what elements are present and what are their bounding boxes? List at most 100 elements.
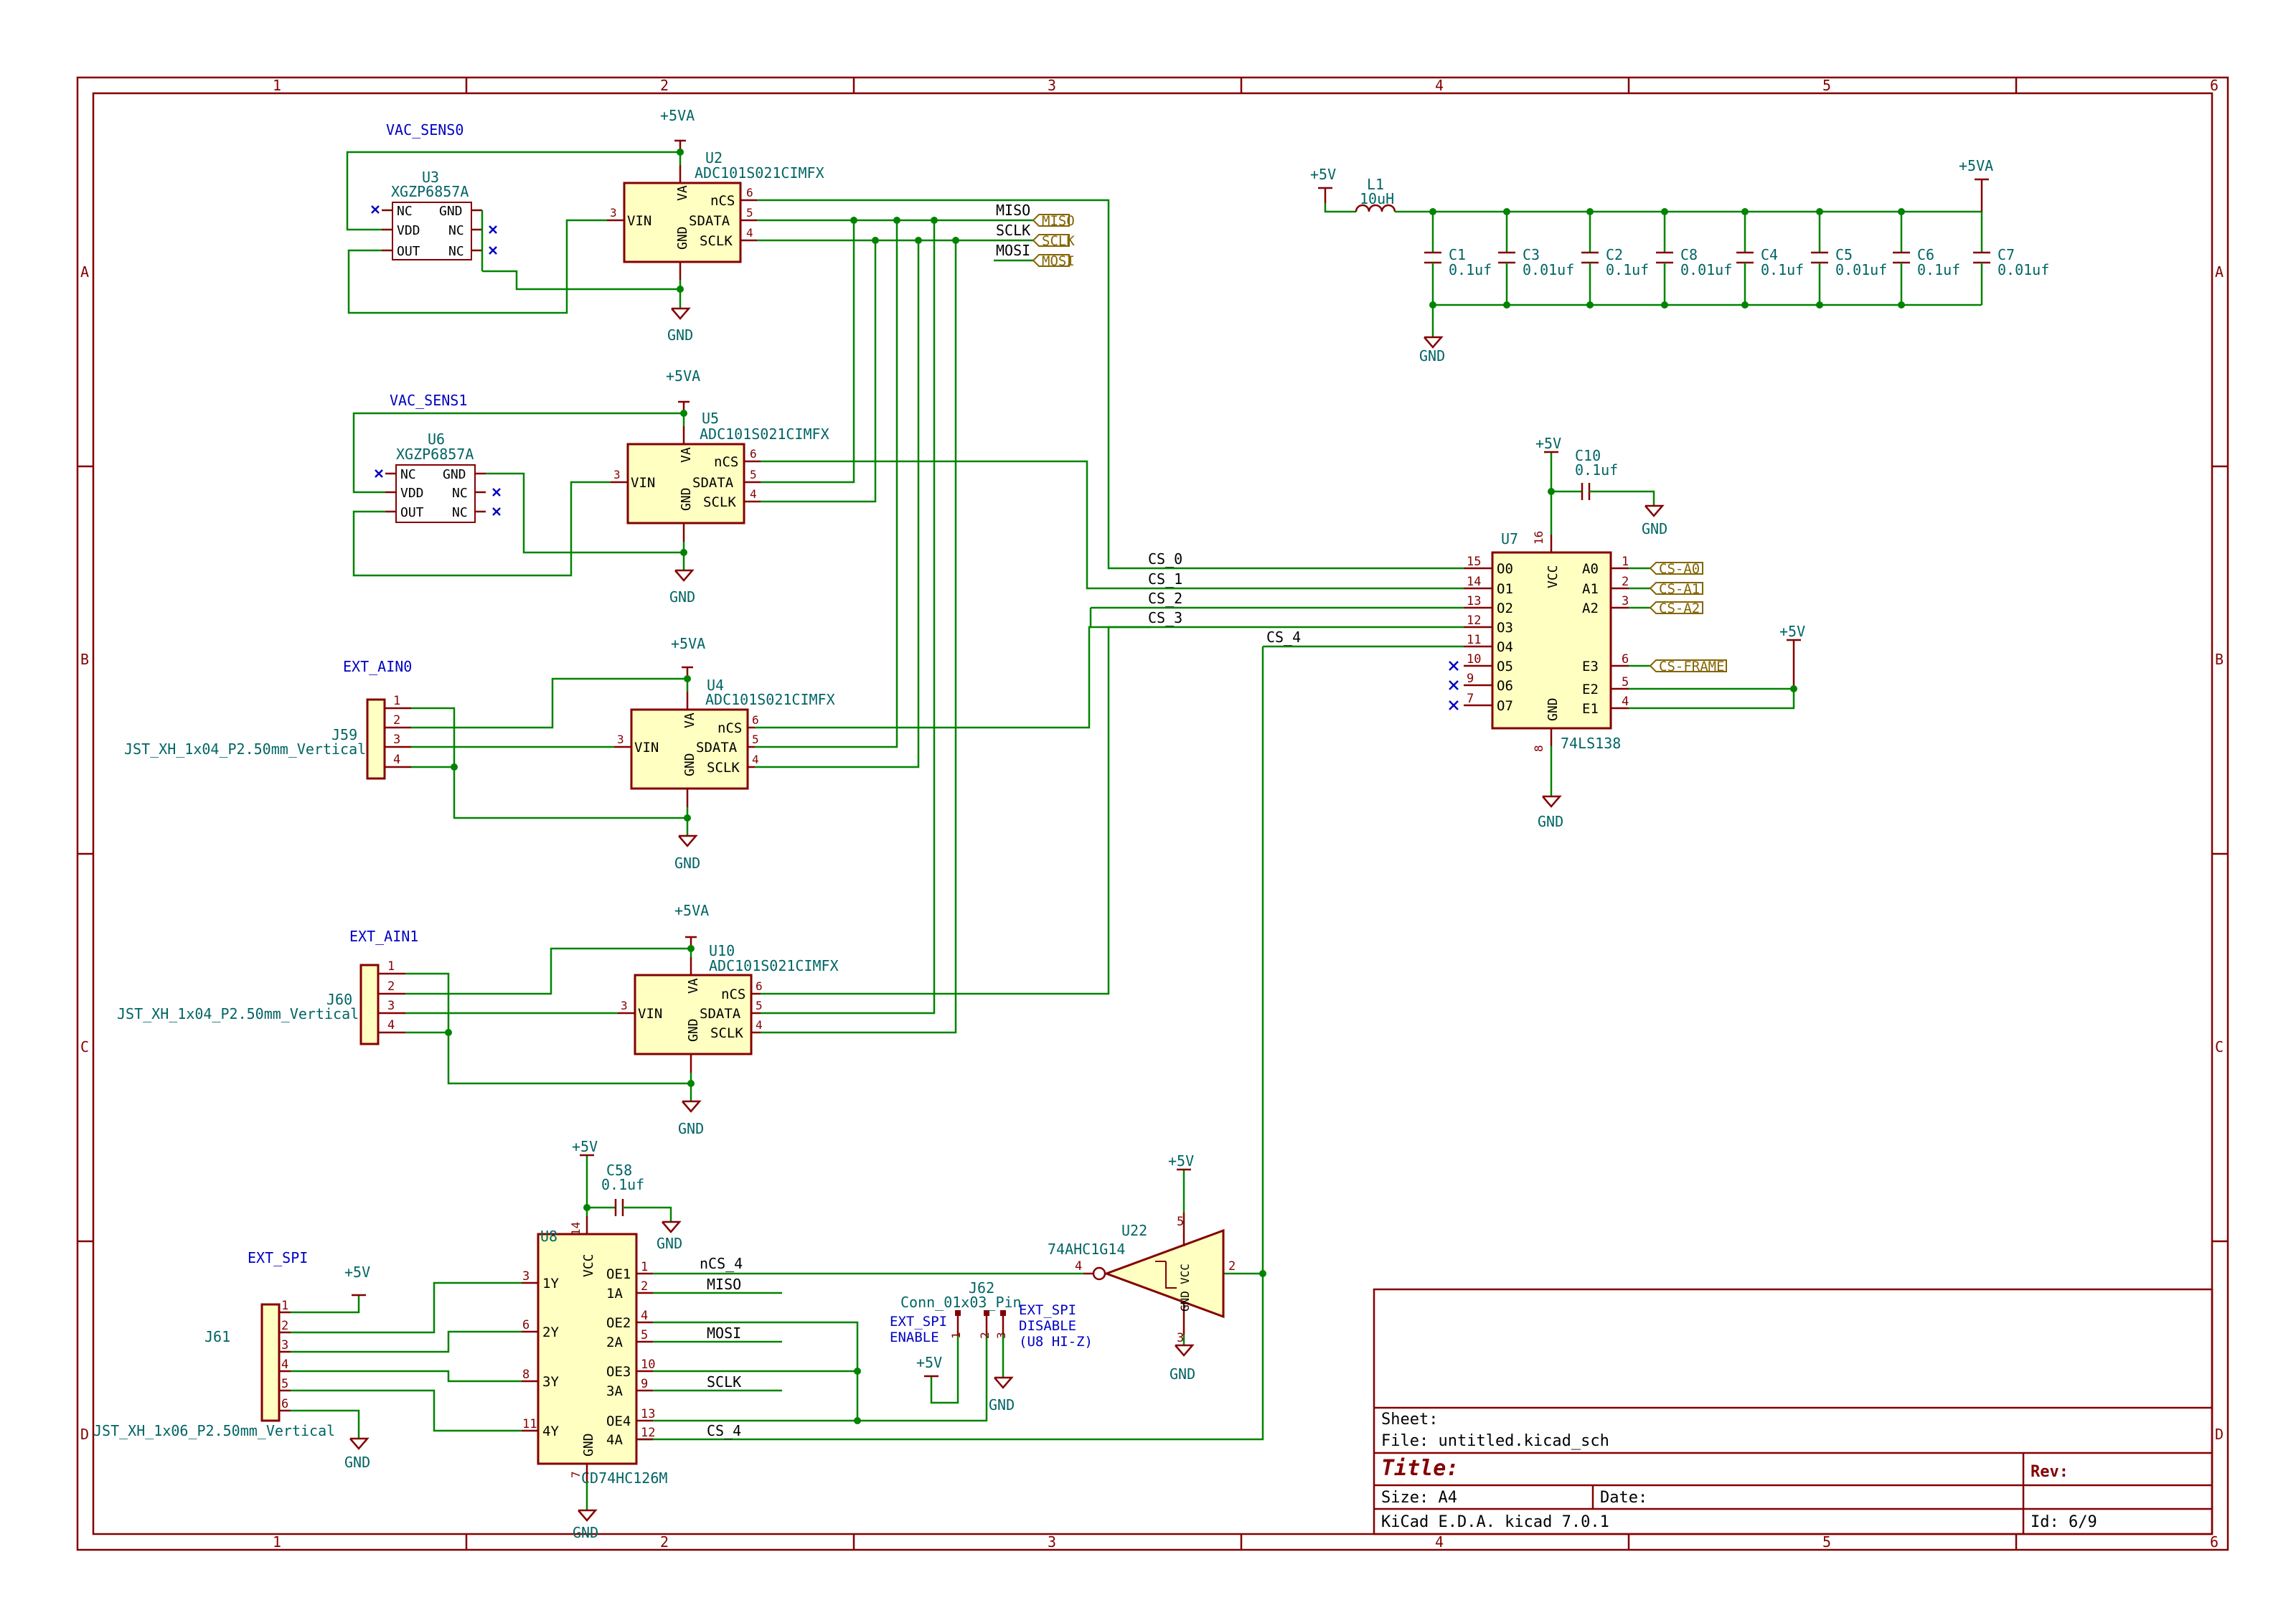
inverter-u22: U22 74AHC1G14 VCC GND 4 2 5 3 +5V GND xyxy=(1048,1152,1236,1383)
col-label-top: 1 xyxy=(273,77,281,94)
sensor-value: XGZP6857A xyxy=(396,446,474,463)
buffer-net-labels: nCS_4 MISO MOSI SCLK CS_4 xyxy=(700,1255,743,1439)
decoder-pin-name: O4 xyxy=(1497,639,1513,655)
decoder-pin-name: E3 xyxy=(1582,659,1599,674)
decoder-pin-name: O6 xyxy=(1497,678,1513,694)
file-name-label: File: untitled.kicad_sch xyxy=(1381,1432,1609,1450)
capacitor-ref: C7 xyxy=(1998,246,2015,263)
svg-text:nCS: nCS xyxy=(718,720,742,736)
rev-label: Rev: xyxy=(2031,1463,2069,1481)
net-label-cs4: CS_4 xyxy=(1266,629,1301,646)
decoder-pin-name: E1 xyxy=(1582,701,1599,717)
capacitor-ref: C6 xyxy=(1917,246,1934,263)
gnd-label: GND xyxy=(657,1235,682,1252)
svg-text:VA: VA xyxy=(675,185,690,201)
svg-text:6: 6 xyxy=(756,979,763,993)
connector-j62: J62 Conn_01x03_Pin EXT_SPI ENABLE EXT_SP… xyxy=(890,1279,1093,1413)
connector-ref: J61 xyxy=(204,1328,230,1345)
power-label: +5VA xyxy=(674,902,709,919)
svg-text:5: 5 xyxy=(752,733,759,746)
svg-text:1: 1 xyxy=(949,1332,963,1339)
gnd-label: GND xyxy=(1538,813,1563,830)
j61-pin-num: 2 xyxy=(281,1319,288,1333)
buffer-pin-name: 2A xyxy=(606,1335,623,1350)
capacitor-value: 0.01uf xyxy=(1523,261,1574,278)
power-label: +5V xyxy=(572,1138,598,1155)
decoder-pin-name: O2 xyxy=(1497,601,1513,616)
decoder-pin-name: A2 xyxy=(1582,601,1599,616)
col-label-bottom: 4 xyxy=(1435,1533,1444,1551)
power-label: +5VA xyxy=(660,107,695,124)
adc-u2: U2 ADC101S021CIMFX nCS SDATA SCLK VIN VA… xyxy=(607,149,824,280)
u5-power: +5VA GND xyxy=(352,367,700,606)
inverter-ref: U22 xyxy=(1121,1222,1147,1239)
buffer-wiring: +5V GND xyxy=(291,1264,1083,1471)
svg-text:16: 16 xyxy=(1532,531,1545,545)
decoder-input-label: CS-FRAME xyxy=(1659,659,1725,674)
sensor-title: VAC_SENS0 xyxy=(386,121,464,138)
power-label: +5V xyxy=(916,1354,942,1371)
svg-text:SCLK: SCLK xyxy=(710,1025,743,1041)
sensor-title: VAC_SENS1 xyxy=(390,392,467,409)
title-label: Title: xyxy=(1381,1456,1459,1481)
svg-text:VA: VA xyxy=(682,712,697,728)
buffer-pin-num: 3 xyxy=(522,1269,530,1284)
svg-text:1: 1 xyxy=(393,694,400,708)
svg-text:SCLK: SCLK xyxy=(700,233,733,249)
col-label-top: 6 xyxy=(2210,77,2219,94)
connector-j59: EXT_AIN0 J59 JST_XH_1x04_P2.50mm_Vertica… xyxy=(124,658,412,780)
col-label-top: 4 xyxy=(1435,77,1444,94)
svg-text:2: 2 xyxy=(393,713,400,728)
svg-text:3: 3 xyxy=(1177,1331,1184,1345)
buffer-ref: U8 xyxy=(540,1228,557,1245)
buffer-pin-name: OE3 xyxy=(606,1364,631,1380)
buffer-pin-num: 6 xyxy=(522,1318,530,1332)
buffer-pin-num: 4 xyxy=(641,1309,648,1323)
svg-text:SCLK: SCLK xyxy=(703,494,736,510)
buffer-pin-num: 5 xyxy=(641,1328,648,1342)
decoder-pin-num: 14 xyxy=(1467,575,1481,589)
svg-text:nCS: nCS xyxy=(710,193,735,209)
spi-bus-wires xyxy=(639,199,1464,1441)
connector-title: EXT_SPI xyxy=(248,1249,308,1266)
svg-text:5: 5 xyxy=(756,999,763,1012)
decoder-pin-num: 11 xyxy=(1467,633,1481,647)
col-label-top: 2 xyxy=(660,77,669,94)
row-label-left: B xyxy=(80,651,89,668)
adc-ref: U2 xyxy=(705,149,723,166)
inverter-value: 74AHC1G14 xyxy=(1048,1241,1125,1258)
svg-text:VA: VA xyxy=(679,447,694,463)
gnd-label: GND xyxy=(573,1524,598,1541)
adc-u4: U4 ADC101S021CIMFX nCS SDATA SCLK VIN VA… xyxy=(614,677,835,807)
j62-disable-label: EXT_SPI xyxy=(1019,1302,1076,1318)
svg-text:VCC: VCC xyxy=(1178,1264,1192,1284)
adc-value: ADC101S021CIMFX xyxy=(705,691,835,708)
net-label-miso: MISO xyxy=(707,1276,741,1293)
capacitor-c4: C40.1uf xyxy=(1736,208,1804,309)
c58-value: 0.1uf xyxy=(601,1176,644,1193)
j61-pin-num: 6 xyxy=(281,1397,288,1411)
hier-label-sclk: SCLK xyxy=(1042,233,1075,249)
decoder-pin-num: 9 xyxy=(1467,672,1474,686)
capacitor-value: 0.1uf xyxy=(1449,261,1492,278)
power-label: +5VA xyxy=(666,367,700,385)
buffer-pin-name: 2Y xyxy=(542,1325,559,1340)
connector-j61: EXT_SPI J61 JST_XH_1x06_P2.50mm_Vertical xyxy=(93,1249,335,1439)
svg-text:OUT: OUT xyxy=(397,244,420,259)
buffer-value: CD74HC126M xyxy=(581,1469,667,1487)
svg-text:4: 4 xyxy=(746,226,753,240)
buffer-pin-num: 8 xyxy=(522,1368,530,1382)
svg-text:6: 6 xyxy=(746,186,753,199)
col-label-bottom: 6 xyxy=(2210,1533,2219,1551)
j61-pin-num: 4 xyxy=(281,1358,288,1372)
svg-text:2: 2 xyxy=(978,1332,992,1339)
decoder-pin-name: A1 xyxy=(1582,581,1599,597)
capacitor-bank: C10.1ufC30.01ufC20.1ufC80.01ufC40.1ufC50… xyxy=(1424,208,2049,309)
hier-label-mosi: MOSI xyxy=(1042,253,1075,269)
c10-value: 0.1uf xyxy=(1575,461,1618,479)
decoder-input-label: CS-A2 xyxy=(1659,601,1700,616)
capacitor-ref: C3 xyxy=(1523,246,1540,263)
connector-value: JST_XH_1x06_P2.50mm_Vertical xyxy=(93,1422,335,1439)
svg-text:VA: VA xyxy=(686,978,701,994)
